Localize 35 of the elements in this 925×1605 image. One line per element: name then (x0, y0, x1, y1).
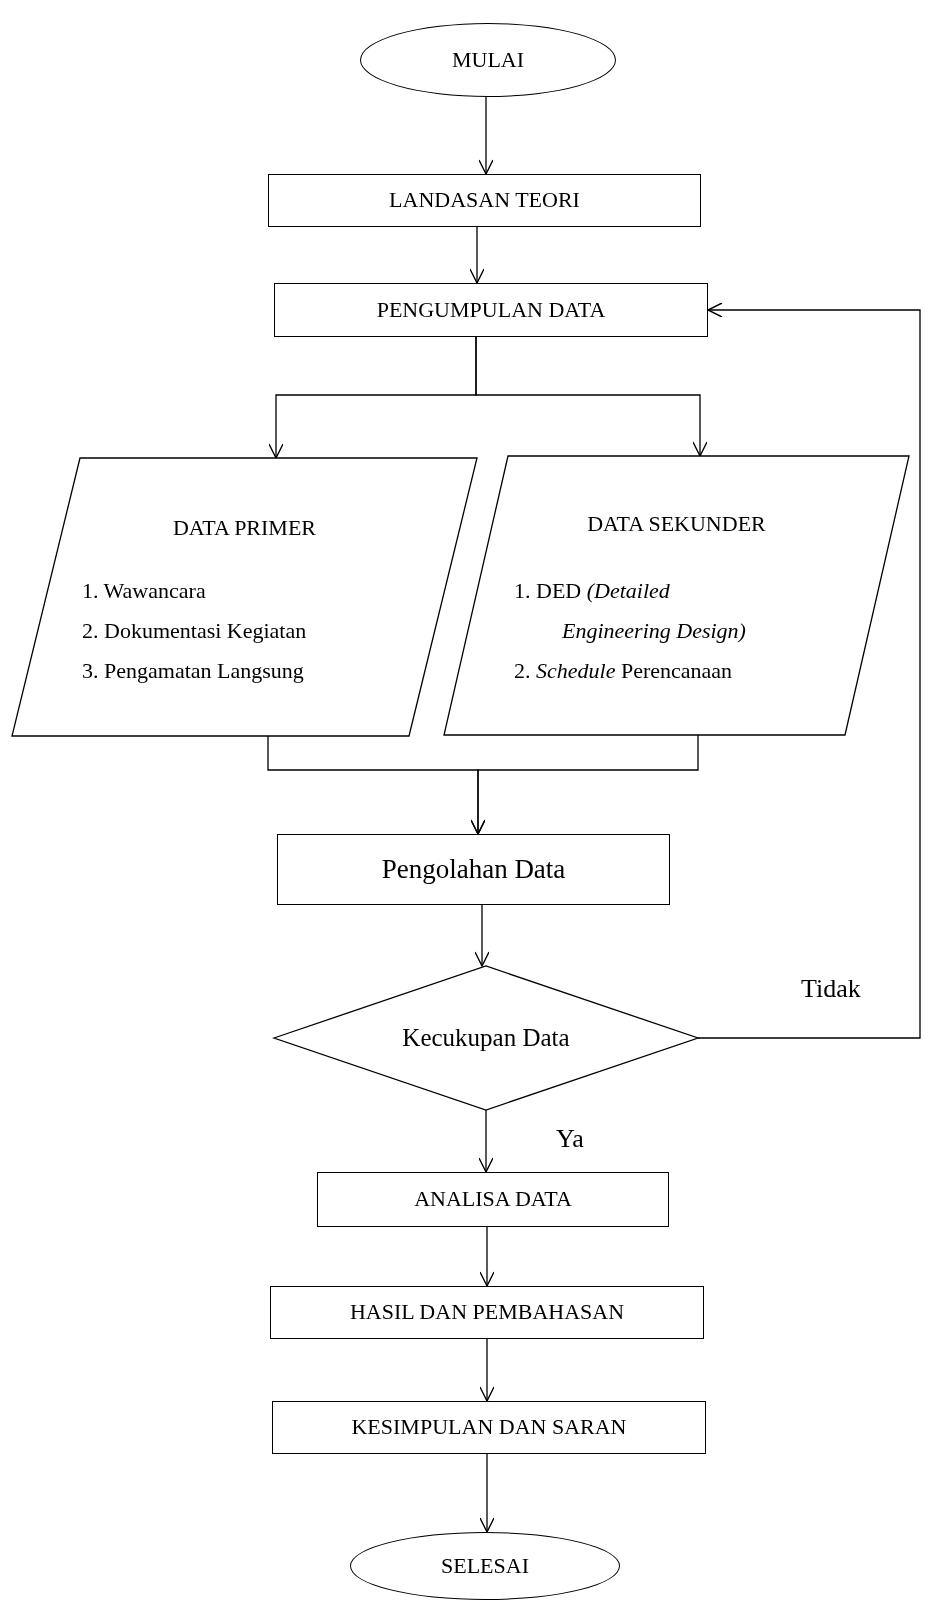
decision-diamond (274, 966, 698, 1110)
node-label: LANDASAN TEORI (389, 187, 580, 214)
node-label: Pengolahan Data (381, 853, 566, 886)
node-label: Kecukupan Data (402, 1023, 570, 1053)
arrow (479, 1338, 495, 1402)
arrow (475, 336, 708, 457)
process-box (270, 1286, 704, 1339)
arrow (479, 1453, 495, 1533)
node-label: PENGUMPULAN DATA (376, 296, 606, 324)
arrow (697, 302, 921, 1039)
list-item: 3. Pengamatan Langsung (82, 657, 304, 685)
node-label: KESIMPULAN DAN SARAN (351, 1414, 627, 1441)
process-box (272, 1401, 706, 1454)
arrow (469, 226, 485, 284)
process-box (277, 834, 670, 905)
arrow (470, 734, 699, 835)
list-item: 1. Wawancara (82, 577, 206, 605)
node-label: DATA SEKUNDER (586, 510, 767, 538)
process-box (274, 283, 708, 337)
node-label: DATA PRIMER (171, 514, 318, 542)
arrow (479, 1226, 495, 1287)
process-box (268, 174, 701, 227)
data-parallelogram (444, 456, 909, 735)
node-label: MULAI (451, 46, 525, 74)
process-box (317, 1172, 669, 1227)
arrow (478, 96, 494, 175)
node-label: SELESAI (441, 1552, 529, 1580)
list-item: 2. Dokumentasi Kegiatan (82, 617, 307, 645)
data-parallelogram (12, 458, 477, 736)
node-label: HASIL DAN PEMBAHASAN (349, 1299, 625, 1326)
list-item: 2. Schedule Perencanaan (514, 657, 733, 685)
arrow (478, 1109, 494, 1173)
list-item: 1. DED (Detailed Engineering Design) (514, 577, 747, 645)
arrow (474, 904, 490, 967)
node-label: ANALISA DATA (414, 1186, 572, 1213)
